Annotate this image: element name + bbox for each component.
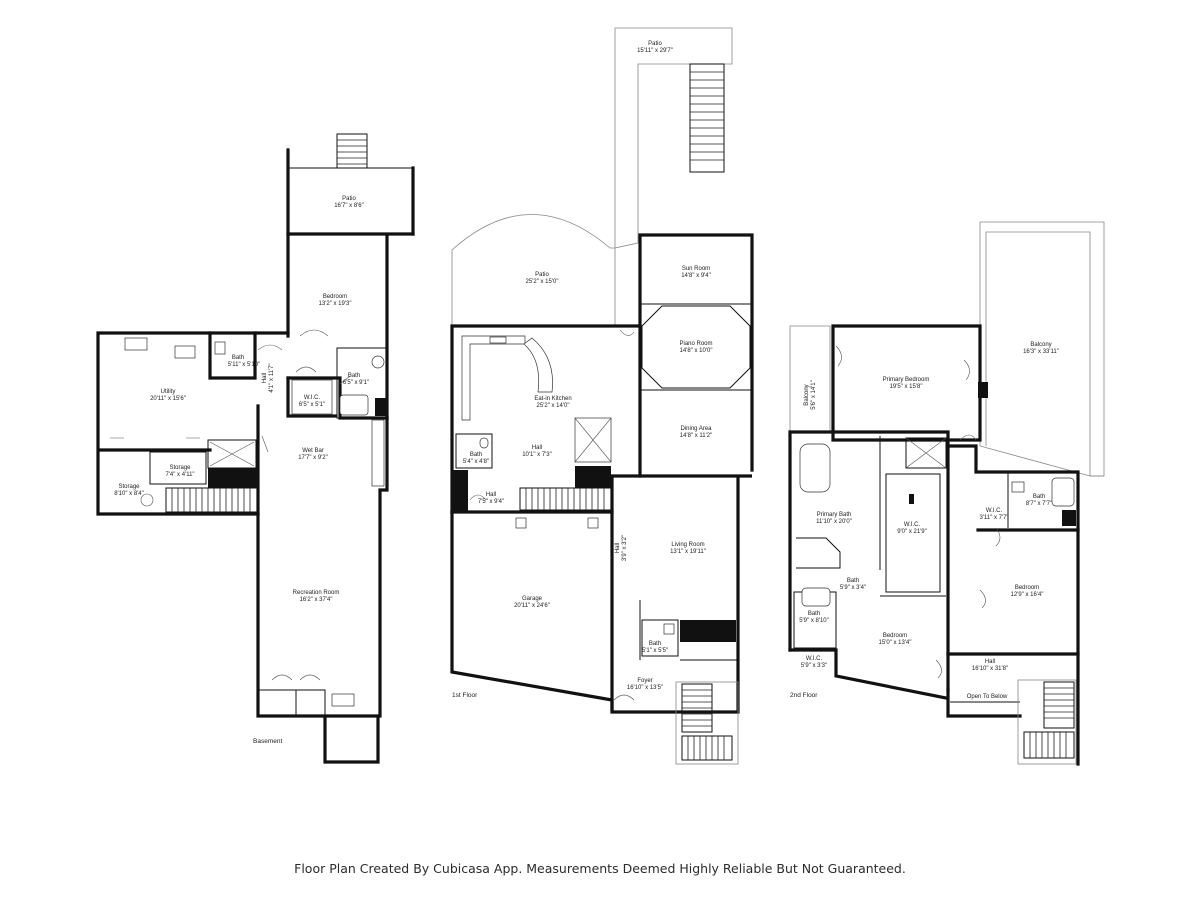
- room-name: Storage: [169, 465, 191, 471]
- room-name: Dining Area: [680, 426, 712, 432]
- room-dimension: 6'5" x 5'1": [299, 402, 325, 408]
- stairs: [689, 63, 725, 173]
- room-name: Foyer: [637, 678, 652, 684]
- room-name: Balcony: [804, 384, 810, 405]
- room-dimension: 4'1" x 11'7": [269, 363, 275, 392]
- room-dimension: 11'10" x 20'0": [816, 519, 852, 525]
- room-dimension: 5'4" x 4'8": [463, 459, 489, 465]
- room-dimension: 13'2" x 19'3": [319, 301, 352, 307]
- room-name: Living Room: [671, 542, 704, 548]
- room-dimension: 6'5" x 9'1": [343, 380, 369, 386]
- room-dimension: 12'9" x 16'4": [1011, 592, 1044, 598]
- room-dimension: 5'1" x 5'5": [642, 648, 668, 654]
- room-name: Bath: [348, 373, 360, 379]
- room-name: Bath: [232, 355, 244, 361]
- basement-plan: Patio 16'7" x 8'6" Bedroom 13'2" x 19'3"…: [96, 133, 415, 764]
- room-name: W.I.C.: [986, 508, 1003, 514]
- room-dimension: 5'9" x 3'4": [840, 585, 866, 591]
- room-name: Primary Bedroom: [883, 377, 930, 383]
- room-dimension: 14'8" x 11'2": [680, 433, 712, 439]
- room-name: Open To Below: [967, 694, 1008, 700]
- floor-label: Basement: [253, 738, 282, 745]
- room-name: Balcony: [1030, 342, 1051, 348]
- room-name: W.I.C.: [904, 522, 921, 528]
- room-dimension: 20'11" x 24'6": [514, 603, 550, 609]
- room-name: Recreation Room: [293, 590, 340, 596]
- room-name: Hall: [486, 492, 496, 498]
- room-dimension: 17'7" x 9'2": [298, 455, 328, 461]
- room-dimension: 25'2" x 15'0": [526, 279, 559, 285]
- room-dimension: 19'5" x 15'8": [890, 384, 923, 390]
- room-name: Patio: [535, 272, 549, 278]
- room-name: Bedroom: [883, 633, 907, 639]
- room-name: Sun Room: [682, 266, 710, 272]
- room-dimension: 5'9" x 3'3": [801, 663, 827, 669]
- room-dimension: 9'0" x 21'9": [897, 529, 927, 535]
- footer-disclaimer: Floor Plan Created By Cubicasa App. Meas…: [294, 861, 906, 876]
- room-name: Garage: [522, 596, 543, 602]
- room-dimension: 16'2" x 37'4": [300, 597, 333, 603]
- stairs: [336, 133, 368, 169]
- room-dimension: 16'3" x 33'11": [1023, 349, 1059, 355]
- room-dimension: 16'10" x 31'8": [972, 666, 1008, 672]
- room-dimension: 14'8" x 9'4": [681, 273, 711, 279]
- room-name: Wet Bar: [302, 448, 324, 454]
- room-name: W.I.C.: [304, 395, 321, 401]
- room-dimension: 13'1" x 19'11": [670, 549, 706, 555]
- room-name: Hall: [532, 445, 542, 451]
- room-dimension: 7'4" x 4'11": [165, 472, 194, 478]
- room-dimension: 5'11" x 5'10": [228, 362, 260, 368]
- room-dimension: 5'9" x 8'10": [799, 618, 829, 624]
- room-name: Piano Room: [679, 341, 712, 347]
- second-floor-plan: Primary Bedroom 19'5" x 15'8" Balcony 5'…: [788, 221, 1105, 766]
- room-dimension: 20'11" x 15'6": [150, 396, 186, 402]
- room-dimension: 8'7" x 7'7": [1026, 501, 1052, 507]
- room-dimension: 7'5" x 9'4": [478, 499, 504, 505]
- room-dimension: 16'7" x 8'6": [334, 203, 364, 209]
- room-name: Hall: [262, 373, 268, 383]
- room-dimension: 3'9" x 3'2": [622, 535, 628, 561]
- room-name: Storage: [118, 484, 140, 490]
- room-name: Patio: [342, 196, 356, 202]
- room-name: Bedroom: [323, 294, 347, 300]
- room-dimension: 16'10" x 13'5": [627, 685, 663, 691]
- room-name: Primary Bath: [817, 512, 852, 518]
- room-name: Patio: [648, 41, 662, 47]
- room-dimension: 15'11" x 29'7": [637, 48, 673, 54]
- floor-label: 2nd Floor: [790, 692, 818, 699]
- room-name: Hall: [985, 659, 995, 665]
- room-dimension: 8'10" x 8'4": [114, 491, 144, 497]
- room-dimension: 25'2" x 14'0": [537, 403, 570, 409]
- room-name: Hall: [615, 543, 621, 553]
- room-dimension: 5'6" x 14'1": [811, 380, 817, 410]
- first-floor-plan: Patio 15'11" x 29'7" Patio 25'2" x 15'0"…: [450, 27, 754, 765]
- room-name: Utility: [161, 389, 176, 395]
- room-dimension: 3'11" x 7'7": [979, 515, 1008, 521]
- room-name: Bath: [649, 641, 661, 647]
- room-dimension: 14'8" x 10'0": [680, 348, 713, 354]
- room-dimension: 15'0" x 13'4": [879, 640, 912, 646]
- floor-label: 1st Floor: [452, 692, 478, 699]
- room-name: Bath: [470, 452, 482, 458]
- room-name: Eat-in Kitchen: [534, 396, 571, 402]
- room-name: Bedroom: [1015, 585, 1039, 591]
- room-name: Bath: [1033, 494, 1045, 500]
- room-name: Bath: [847, 578, 859, 584]
- room-name: Bath: [808, 611, 820, 617]
- room-name: W.I.C.: [806, 656, 823, 662]
- room-dimension: 10'1" x 7'3": [522, 452, 552, 458]
